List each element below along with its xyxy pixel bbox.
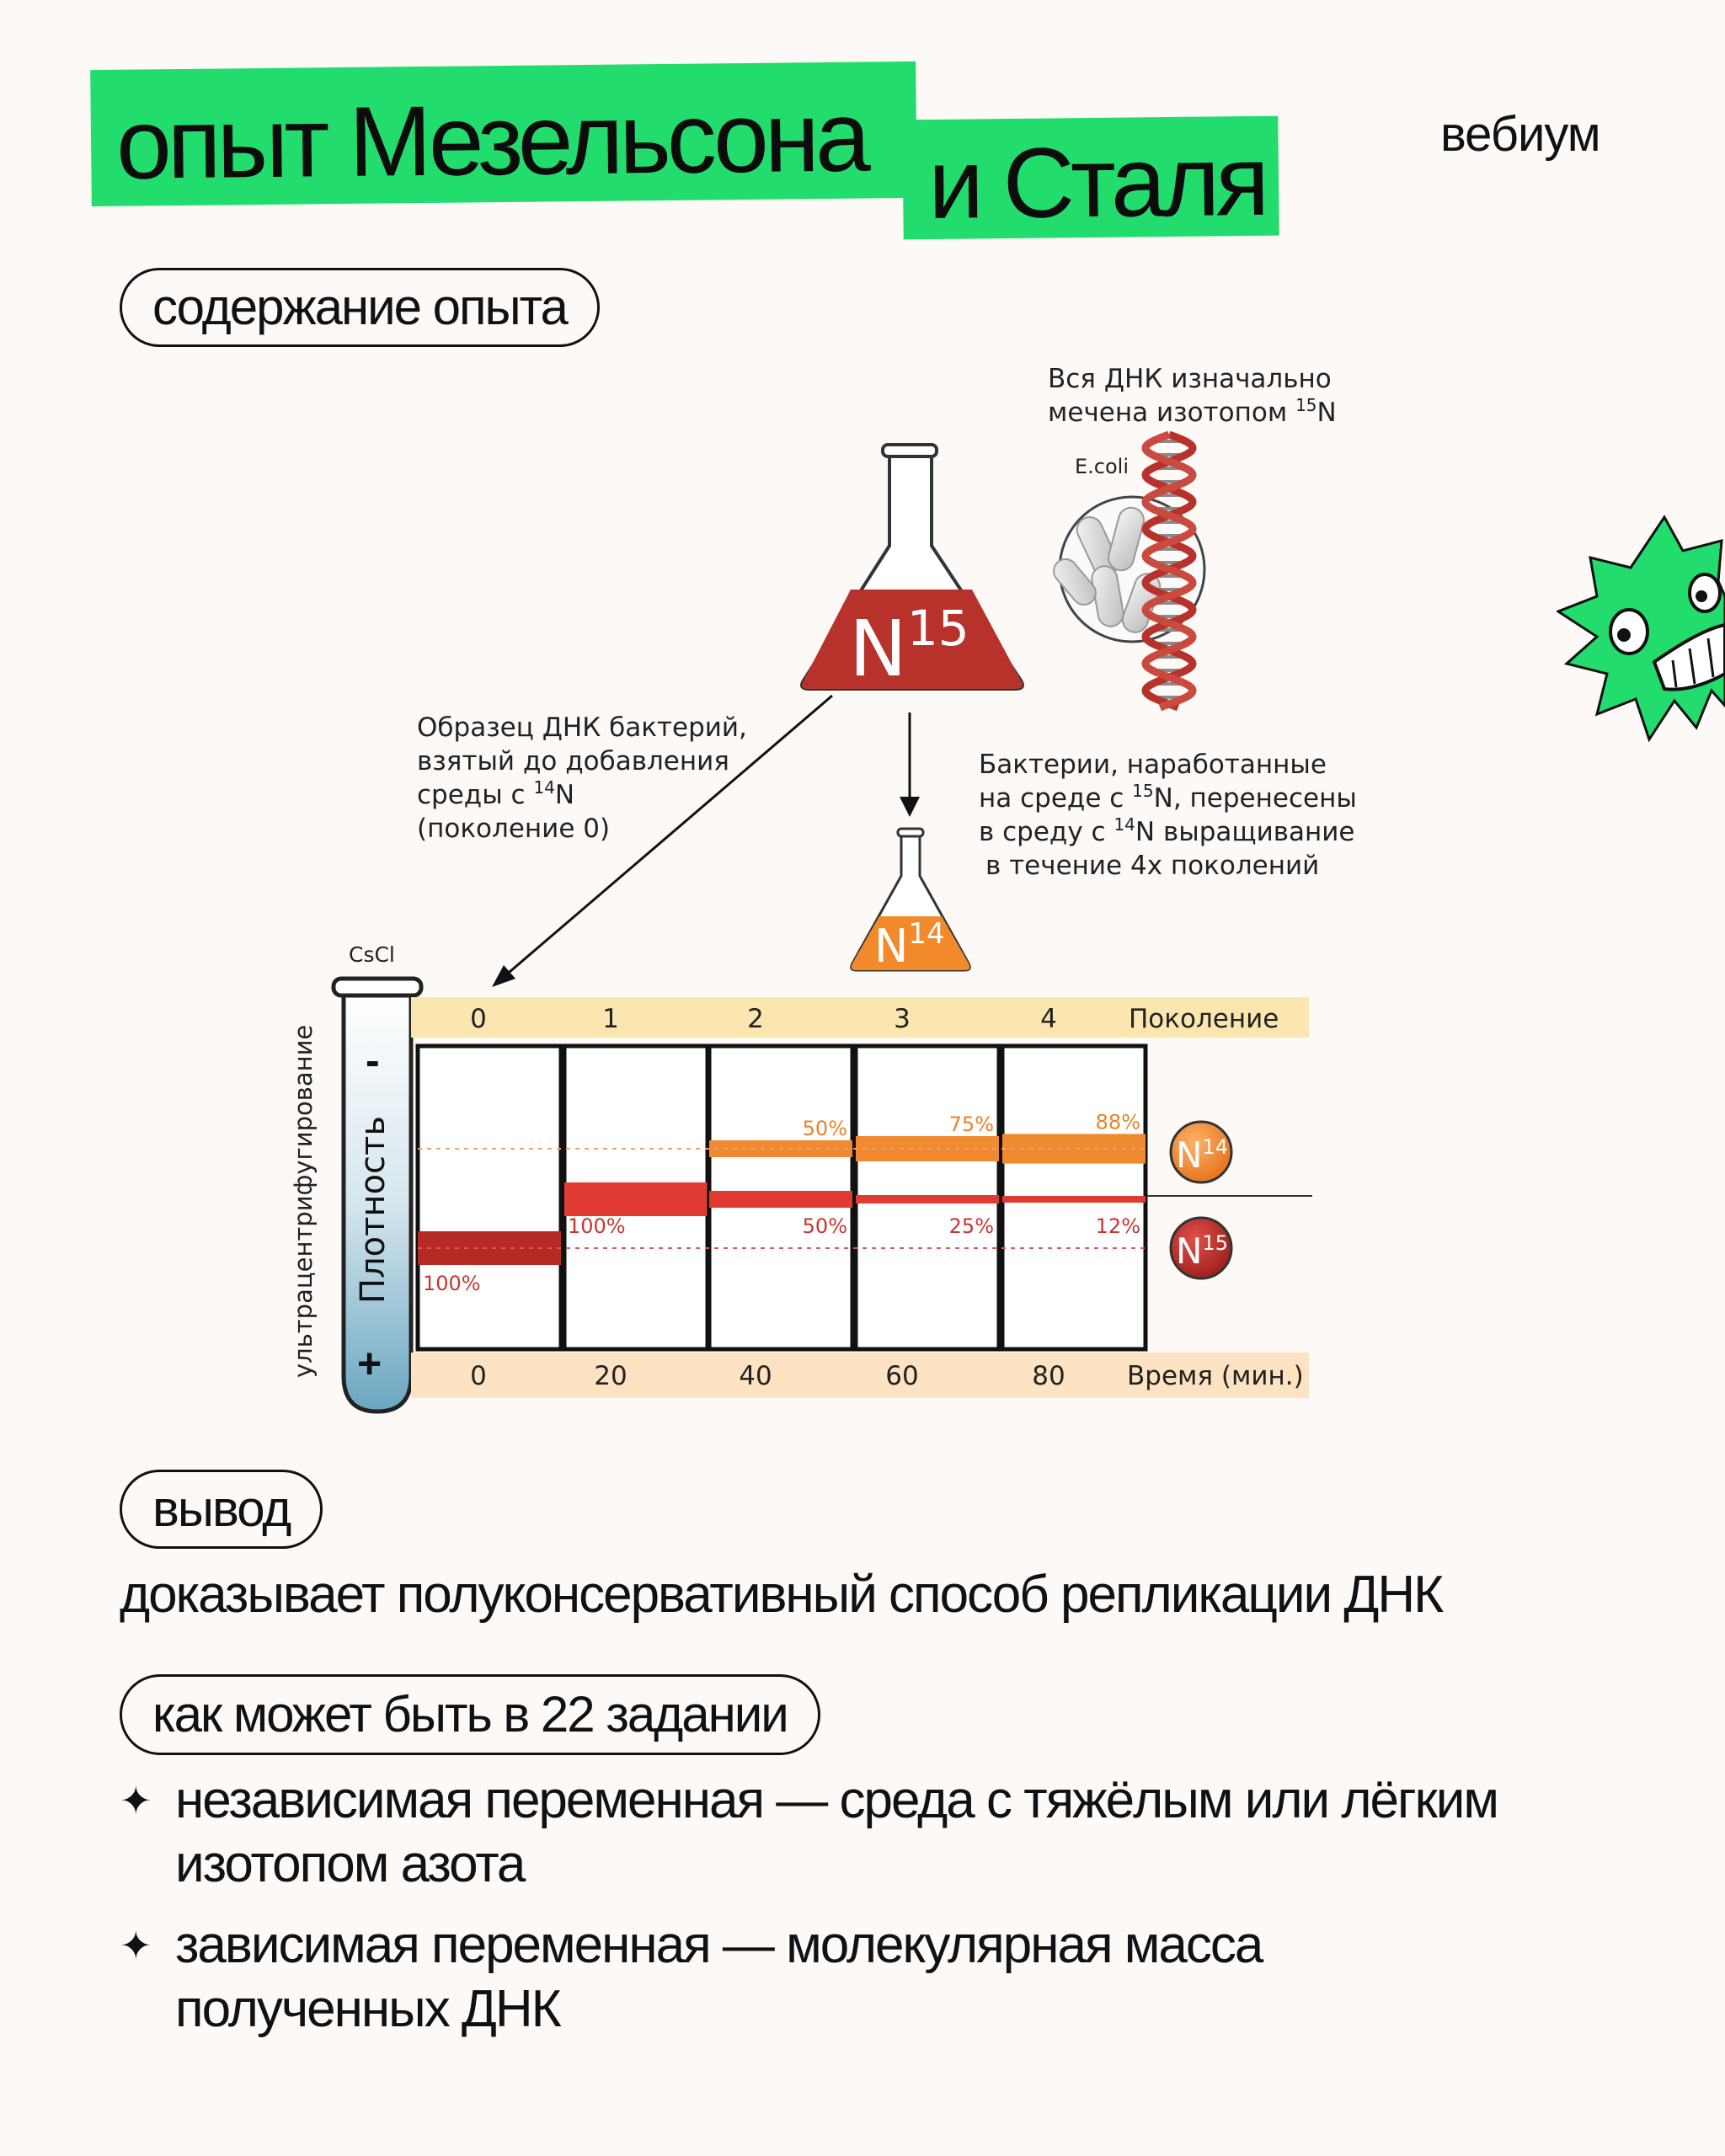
ecoli-label: E.coli — [1075, 455, 1129, 478]
time-value: 60 — [885, 1361, 918, 1391]
flask-n15 — [800, 443, 1024, 691]
dna-band-hybrid — [856, 1195, 999, 1203]
conclusion-text: доказывает полуконсервативный способ реп… — [120, 1566, 1444, 1624]
svg-text:N14: N14 — [1176, 1134, 1228, 1176]
legend-n14: N14 — [1169, 1120, 1233, 1184]
tube-minus: - — [366, 1037, 380, 1084]
task-section-label: как может быть в 22 задании — [120, 1674, 820, 1755]
flask-n15-label: N15 — [849, 600, 969, 694]
generation-number: 2 — [747, 1004, 764, 1034]
time-value: 0 — [470, 1361, 487, 1391]
arrow-down — [900, 712, 920, 817]
dna-band-heavy — [418, 1231, 561, 1265]
legend-n15: N15 — [1169, 1216, 1233, 1280]
band-percent-label: 75% — [949, 1113, 994, 1136]
bullet-item: ✦ зависимая переменная — молекулярная ма… — [120, 1913, 1636, 2041]
svg-text:N15: N15 — [1176, 1230, 1228, 1272]
note-top-line-1: Вся ДНК изначально — [1048, 364, 1332, 394]
time-labels: 0 20 40 60 80 — [470, 1361, 1065, 1391]
generation-number: 4 — [1040, 1004, 1057, 1034]
sparkle-icon: ✦ — [120, 1924, 152, 1967]
flask-n14 — [850, 827, 971, 972]
tube-label: CsCl — [349, 942, 395, 967]
sparkle-icon: ✦ — [120, 1779, 152, 1822]
band-percent-label: 88% — [1096, 1110, 1140, 1134]
generation-number: 1 — [602, 1004, 619, 1034]
title-line-1-text: опыт Мезельсона — [115, 81, 868, 200]
brand-logo: вебиум — [1440, 107, 1601, 162]
content-section-label: содержание опыта — [120, 268, 600, 347]
centrifuge-label: ультрацентрифугирование — [289, 1025, 318, 1378]
conclusion-section-label: вывод — [120, 1470, 323, 1549]
note-right-line-2: на среде с 15N, перенесены — [979, 781, 1357, 814]
generation-bar — [411, 997, 1309, 1038]
bullet-item: ✦ независимая переменная — среда с тяжёл… — [120, 1769, 1636, 1897]
dna-band-hybrid — [564, 1182, 708, 1216]
band-percent-label: 25% — [949, 1214, 994, 1238]
title-line-2: и Сталя — [902, 115, 1279, 241]
generation-number: 3 — [894, 1004, 911, 1034]
band-percent-label: 50% — [803, 1214, 847, 1238]
bullet-text: зависимая переменная — молекулярная масс… — [175, 1916, 1263, 2038]
generation-labels: 0 1 2 3 4 — [470, 1004, 1057, 1034]
time-value: 40 — [739, 1361, 772, 1391]
time-value: 20 — [594, 1361, 627, 1391]
band-percent-label: 100% — [423, 1272, 481, 1295]
generation-number: 0 — [470, 1004, 487, 1034]
note-left-line-1: Образец ДНК бактерий, — [417, 712, 747, 743]
centrifuge-tube — [331, 976, 424, 1414]
title-line-2-text: и Сталя — [927, 125, 1266, 241]
gradient-columns: 100% 100% 50% 50% 75% 25% 88% 12% — [415, 1043, 1148, 1352]
ecoli-illustration — [1053, 495, 1206, 643]
time-title: Время (мин.) — [1127, 1361, 1304, 1391]
dna-helix — [1141, 430, 1197, 712]
dna-band-hybrid — [709, 1191, 852, 1208]
dna-band-light — [1002, 1134, 1146, 1164]
note-left-line-2: взятый до добавления — [417, 746, 729, 776]
meselson-stahl-diagram: Вся ДНК изначально мечена изотопом 15N E… — [289, 364, 1357, 1414]
arrow-to-tube — [492, 694, 833, 987]
time-value: 80 — [1032, 1361, 1065, 1391]
note-right-line-4: в течение 4х поколений — [985, 851, 1319, 881]
note-right-line-1: Бактерии, наработанные — [979, 750, 1327, 780]
note-left-line-4: (поколение 0) — [417, 814, 610, 844]
generation-title: Поколение — [1129, 1004, 1279, 1034]
band-percent-label: 100% — [568, 1214, 626, 1238]
note-right-line-3: в среду с 14N выращивание — [979, 814, 1354, 847]
flask-n14-label: N14 — [874, 917, 945, 973]
dna-band-hybrid — [1002, 1196, 1146, 1203]
time-bar — [411, 1353, 1309, 1398]
dna-strand — [1141, 430, 1197, 712]
note-top-line-2: мечена изотопом 15N — [1048, 395, 1337, 428]
note-left-line-3: среды с 14N — [417, 777, 574, 810]
band-percent-label: 12% — [1096, 1214, 1140, 1238]
gradient-column-0 — [415, 1043, 563, 1352]
virus-mascot-icon — [1557, 515, 1725, 743]
tube-plus: + — [357, 1340, 382, 1387]
title-line-1: опыт Мезельсона — [90, 61, 917, 207]
density-label: Плотность — [354, 1116, 393, 1304]
bullet-text: независимая переменная — среда с тяжёлым… — [175, 1771, 1499, 1893]
band-percent-label: 50% — [803, 1117, 847, 1140]
